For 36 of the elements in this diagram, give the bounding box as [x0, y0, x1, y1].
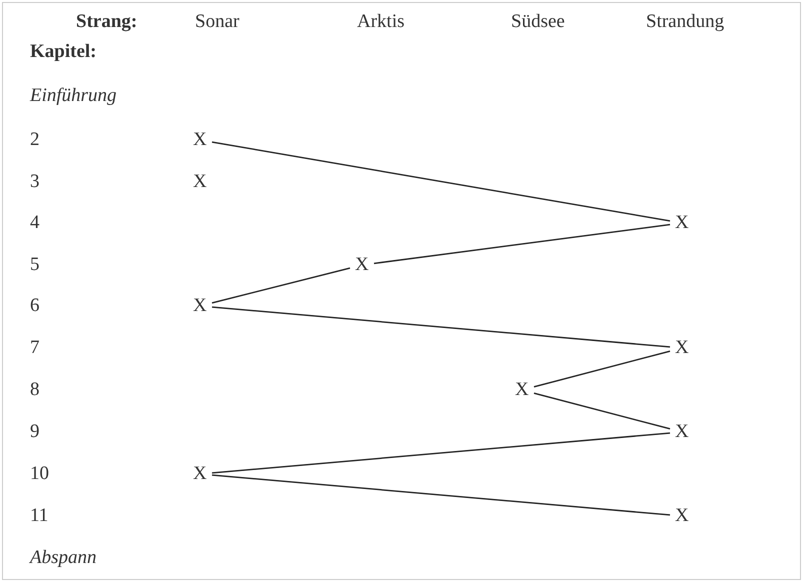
connector-line — [212, 267, 350, 304]
chapter-number: 7 — [30, 337, 40, 359]
chapter-number: 2 — [30, 129, 40, 151]
chapter-number: 8 — [30, 379, 40, 401]
connector-line — [212, 141, 670, 222]
chapter-number: 9 — [30, 421, 40, 443]
x-mark: X — [188, 462, 212, 486]
section-label: Abspann — [30, 547, 96, 569]
column-heading: Strandung — [646, 11, 724, 33]
connector-line — [212, 432, 670, 474]
chapter-number: 11 — [30, 505, 48, 527]
connector-line — [534, 392, 670, 430]
x-mark: X — [188, 128, 212, 152]
x-mark: X — [670, 211, 694, 235]
axis-heading: Strang: — [76, 11, 138, 33]
x-mark: X — [188, 294, 212, 318]
column-heading: Arktis — [357, 11, 404, 33]
connector-line — [212, 474, 670, 516]
x-mark: X — [193, 171, 207, 193]
x-mark: X — [510, 378, 534, 402]
chapter-number: 3 — [30, 171, 40, 193]
chapter-number: 10 — [30, 463, 49, 485]
connector-line — [374, 224, 670, 264]
x-mark: X — [670, 504, 694, 528]
axis-heading: Kapitel: — [30, 41, 96, 63]
column-heading: Sonar — [195, 11, 240, 33]
column-heading: Südsee — [511, 11, 565, 33]
x-mark: X — [350, 253, 374, 277]
x-mark: X — [670, 336, 694, 360]
chapter-number: 5 — [30, 254, 40, 276]
chapter-number: 4 — [30, 212, 40, 234]
connector-line — [534, 350, 670, 388]
x-mark: X — [670, 420, 694, 444]
section-label: Einführung — [30, 85, 117, 107]
chapter-number: 6 — [30, 295, 40, 317]
connector-line — [212, 306, 670, 348]
